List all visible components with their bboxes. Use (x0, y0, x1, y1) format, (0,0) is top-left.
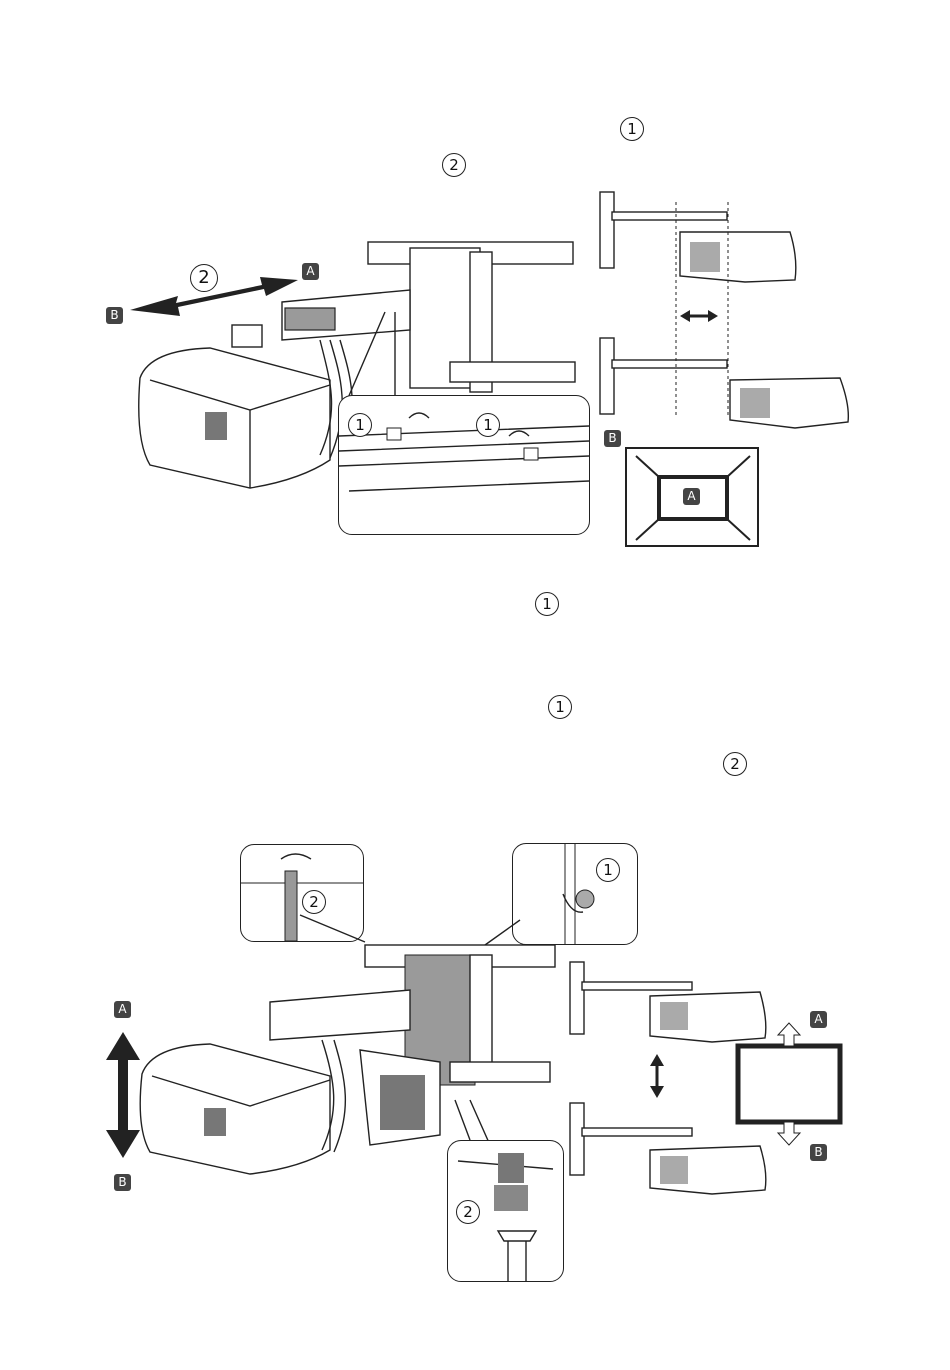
screen-direction-a-label: A (810, 1011, 827, 1028)
screen-direction-b-label: B (810, 1144, 827, 1161)
